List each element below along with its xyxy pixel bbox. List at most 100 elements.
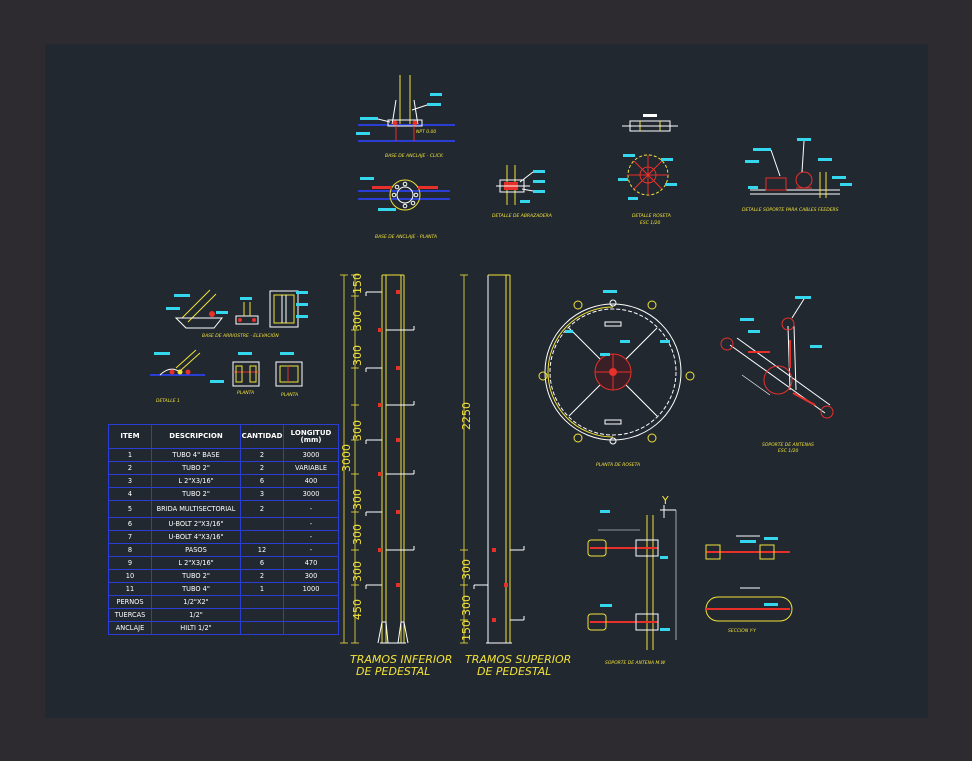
label-soporte-antenas-scale: ESC 1/20 xyxy=(778,448,799,454)
label-planta-roseta: PLANTA DE ROSETA xyxy=(596,462,640,468)
bom-cell: 1/2"X2" xyxy=(151,595,241,609)
base-anclaje-click-detail: NPT 0.00 xyxy=(356,75,455,142)
svg-text:NPT 0.00: NPT 0.00 xyxy=(416,129,436,135)
bom-cell: PASOS xyxy=(151,543,241,557)
bom-cell: U-BOLT 4"X3/16" xyxy=(151,530,241,544)
dim-left-5: 300 xyxy=(351,489,364,510)
bom-cell: 5 xyxy=(108,500,152,518)
bom-header-row: ITEM DESCRIPCION CANTIDAD LONGITUD (mm) xyxy=(108,424,339,449)
base-anclaje-planta-detail xyxy=(358,177,450,211)
bom-cell: 12 xyxy=(240,543,284,557)
bom-header-item: ITEM xyxy=(108,424,152,449)
bom-cell: 8 xyxy=(108,543,152,557)
bom-cell: VARIABLE xyxy=(283,461,339,475)
title-tramo-inferior-line2: DE PEDESTAL xyxy=(356,665,430,678)
bom-cell: 300 xyxy=(283,569,339,583)
bom-cell: 3 xyxy=(108,474,152,488)
bom-cell: - xyxy=(283,543,339,557)
bom-cell: 1000 xyxy=(283,582,339,596)
dim-right-3: 300 xyxy=(460,595,473,616)
dim-right-4: 150 xyxy=(460,620,473,641)
bom-cell: TUBO 4" xyxy=(151,582,241,596)
bom-cell: TUERCAS xyxy=(108,608,152,622)
bom-cell: HILTI 1/2" xyxy=(151,621,241,635)
detalle-roseta xyxy=(618,114,678,200)
dim-left-1: 150 xyxy=(351,273,364,294)
bom-cell: 470 xyxy=(283,556,339,570)
bom-cell: ANCLAJE xyxy=(108,621,152,635)
bom-cell: - xyxy=(283,500,339,518)
label-detalle-soporte-cables: DETALLE SOPORTE PARA CABLES FEEDERS xyxy=(742,207,839,213)
tramo-superior-elevation xyxy=(460,274,525,644)
bom-cell: - xyxy=(283,530,339,544)
bom-cell: 7 xyxy=(108,530,152,544)
label-detalle-roseta: DETALLE ROSETA xyxy=(632,213,671,219)
detalle-abrazadera xyxy=(496,165,545,205)
bom-cell xyxy=(283,608,339,622)
drawing-labels: BASE DE ANCLAJE - CLICK BASE DE ANCLAJE … xyxy=(156,153,839,678)
label-detalle-abrazadera: DETALLE DE ABRAZADERA xyxy=(492,213,552,219)
dim-left-7: 300 xyxy=(351,561,364,582)
bom-cell: TUBO 4" BASE xyxy=(151,448,241,462)
dim-left-3: 300 xyxy=(351,345,364,366)
title-tramo-inferior-line1: TRAMOS INFERIOR xyxy=(350,653,452,666)
bom-cell: L 2"X3/16" xyxy=(151,556,241,570)
label-planta-b: PLANTA xyxy=(281,392,298,398)
bom-cell xyxy=(283,621,339,635)
bill-of-materials-table: ITEM DESCRIPCION CANTIDAD LONGITUD (mm) … xyxy=(108,424,339,635)
label-base-anclaje-planta: BASE DE ANCLAJE - PLANTA xyxy=(375,234,437,240)
soporte-antenas xyxy=(720,296,834,419)
bom-cell: 2 xyxy=(240,448,284,462)
bom-cell: 2 xyxy=(108,461,152,475)
bom-cell: L 2"X3/16" xyxy=(151,474,241,488)
bom-cell: U-BOLT 2"X3/16" xyxy=(151,517,241,531)
bom-cell xyxy=(240,530,284,544)
bom-cell: TUBO 2" xyxy=(151,569,241,583)
bom-cell: - xyxy=(283,517,339,531)
label-soporte-antena-mw: SOPORTE DE ANTENA M.W xyxy=(605,660,666,666)
tramo-inferior-elevation xyxy=(340,274,415,644)
bom-cell: 6 xyxy=(240,556,284,570)
bom-cell: 9 xyxy=(108,556,152,570)
bom-cell: 2 xyxy=(240,461,284,475)
bom-header-descripcion: DESCRIPCION xyxy=(151,424,241,449)
bom-cell: 6 xyxy=(108,517,152,531)
bom-cell: 2 xyxy=(240,569,284,583)
bom-cell: TUBO 2" xyxy=(151,461,241,475)
label-detalle-roseta-scale: ESC 1/20 xyxy=(640,220,661,226)
label-soporte-antenas: SOPORTE DE ANTENAS xyxy=(762,442,814,448)
seccion-yy xyxy=(705,535,793,622)
detalle-soporte-cables xyxy=(745,138,852,198)
base-arriostre-elevacion xyxy=(166,289,308,329)
dim-left-2: 300 xyxy=(351,310,364,331)
soporte-antena-mw xyxy=(587,505,677,650)
bom-cell: 3000 xyxy=(283,487,339,501)
bom-cell xyxy=(240,595,284,609)
dim-left-6: 300 xyxy=(351,524,364,545)
bom-cell: 3000 xyxy=(283,448,339,462)
bom-cell: 1/2" xyxy=(151,608,241,622)
planta-roseta xyxy=(538,290,695,445)
dim-right-1: 2250 xyxy=(460,402,473,430)
bom-cell xyxy=(240,621,284,635)
title-tramo-superior-line2: DE PEDESTAL xyxy=(477,665,551,678)
bom-cell xyxy=(240,608,284,622)
bom-cell: 11 xyxy=(108,582,152,596)
bom-cell: 10 xyxy=(108,569,152,583)
dimension-texts: 150 300 300 300 300 300 300 450 3000 225… xyxy=(340,273,473,641)
bom-cell: 400 xyxy=(283,474,339,488)
bom-cell xyxy=(240,517,284,531)
dim-left-8: 450 xyxy=(351,599,364,620)
bom-cell: 1 xyxy=(108,448,152,462)
label-planta-a: PLANTA xyxy=(237,390,254,396)
label-detalle-1: DETALLE 1 xyxy=(156,398,180,404)
